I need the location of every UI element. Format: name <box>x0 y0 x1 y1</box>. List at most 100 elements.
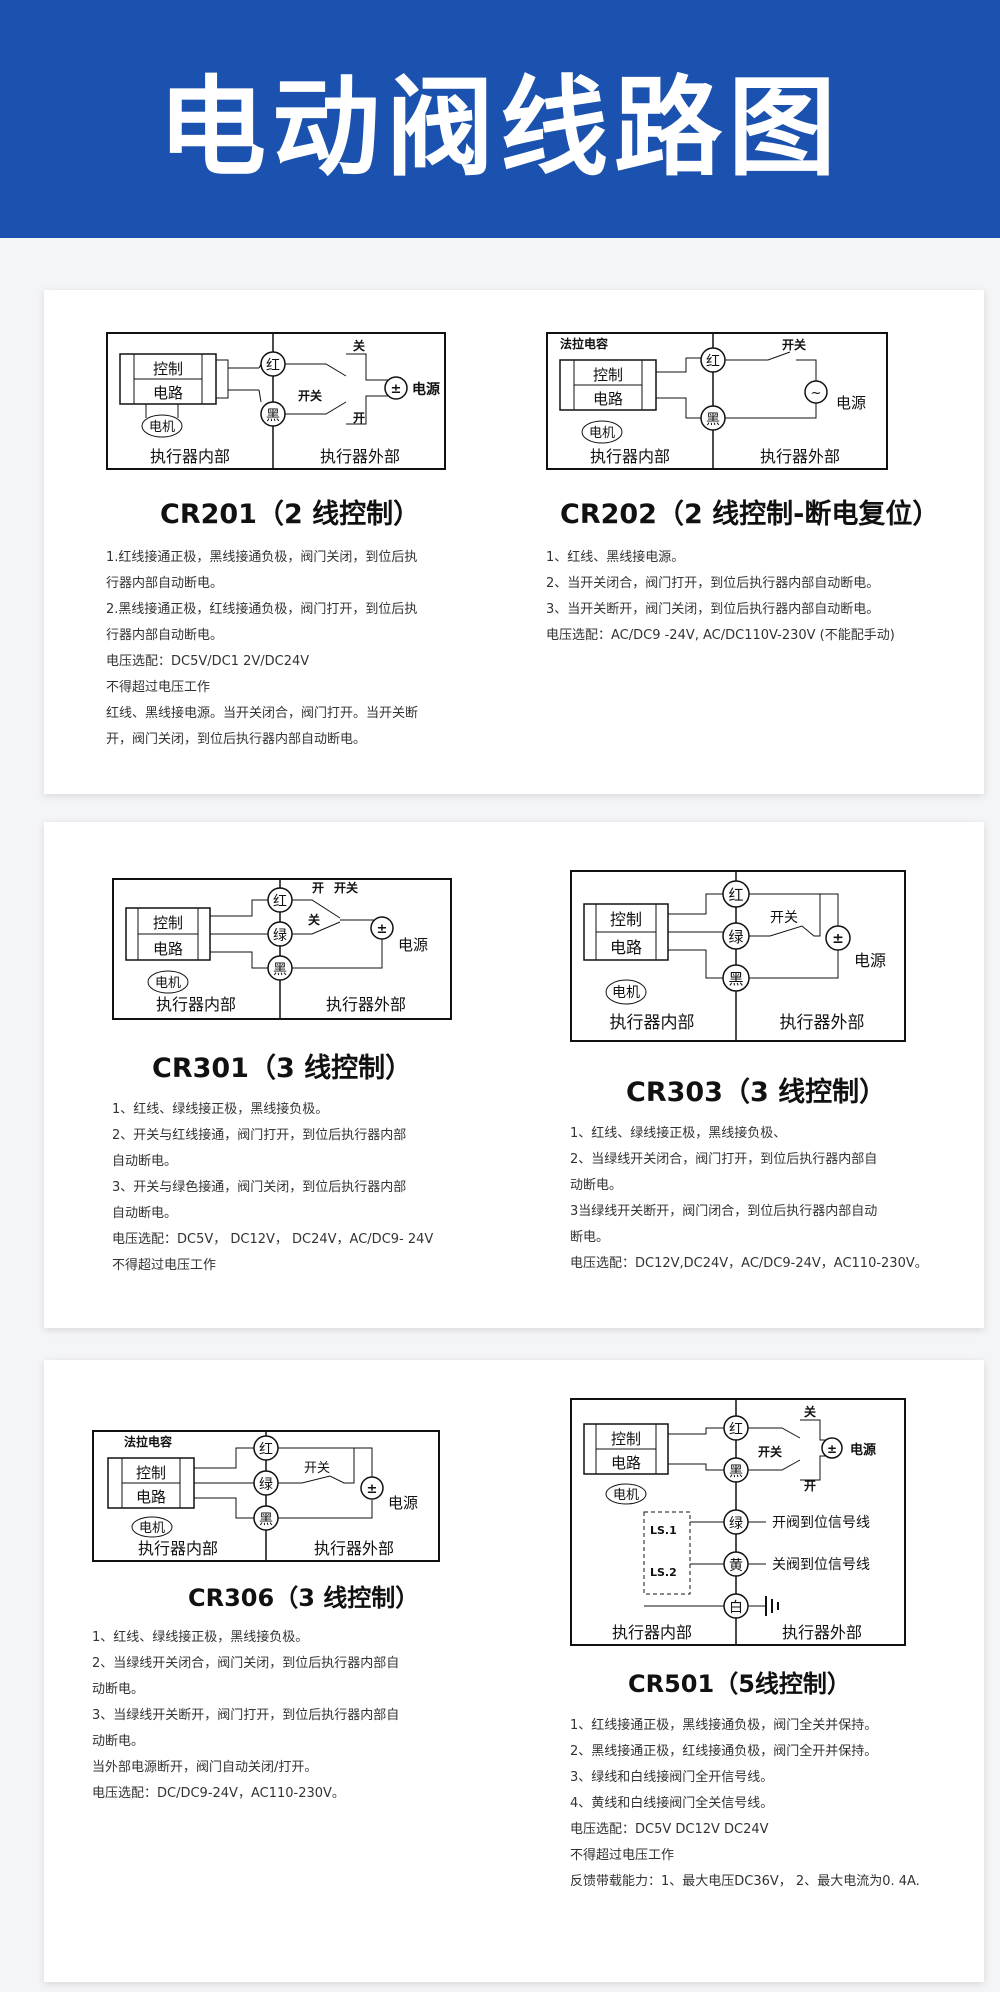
cr201-wiring-diagram: 控制 电路 电机 红 黑 ± 关 开 开关 电源 执行器内部 执行器外部 <box>106 332 446 470</box>
text-line: 2、当开关闭合，阀门打开，到位后执行器内部自动断电。 <box>546 576 880 591</box>
text-line: 1、红线、绿线接正极，黑线接负极。 <box>112 1102 329 1117</box>
green-wire-label: 绿 <box>259 1477 273 1493</box>
white-wire-label: 白 <box>729 1600 743 1616</box>
outside-label: 执行器外部 <box>760 447 840 466</box>
cr301-description: 1、红线、绿线接正极，黑线接负极。 2、开关与红线接通，阀门打开，到位后执行器内… <box>112 1097 472 1279</box>
black-wire-label: 黑 <box>706 412 720 428</box>
cr501-description: 1、红线接通正极，黑线接通负极，阀门全关并保持。 2、黑线接通正极，红线接通负极… <box>570 1713 980 1895</box>
control-label: 控制 <box>153 914 183 932</box>
red-wire-label: 红 <box>266 358 280 374</box>
off-label: 关 <box>353 338 365 353</box>
outside-label: 执行器外部 <box>326 995 406 1014</box>
switch-label: 开关 <box>298 388 322 403</box>
green-wire-label: 绿 <box>273 928 287 944</box>
motor-label: 电机 <box>149 420 175 435</box>
text-line: 3当绿线开关断开，阀门闭合，到位后执行器内部自动 <box>570 1204 878 1219</box>
off-label: 关 <box>308 912 320 927</box>
card-2-wire: 控制 电路 电机 红 黑 ± 关 开 开关 电源 执行器内部 执行器外部 CR2… <box>44 290 984 794</box>
black-wire-label: 黑 <box>259 1512 273 1528</box>
switch-label: 开关 <box>758 1444 782 1459</box>
text-line: 电压选配：AC/DC9 -24V, AC/DC110V-230V (不能配手动) <box>546 628 895 643</box>
green-wire-label: 绿 <box>728 928 743 946</box>
power-label: 电源 <box>854 951 886 970</box>
cr501-wiring-diagram: 控制 电路 电机 红 黑 ± 关 开 开关 电源 LS.1 LS.2 <box>570 1398 906 1646</box>
motor-label: 电机 <box>139 1521 165 1536</box>
svg-text:~: ~ <box>811 386 822 401</box>
cr306-section: 法拉电容 控制 电路 电机 红 绿 黑 ± 开关 电源 执行器内部 执行 <box>92 1430 472 1807</box>
motor-label: 电机 <box>589 426 615 441</box>
text-line: 2、开关与红线接通，阀门打开，到位后执行器内部 <box>112 1128 407 1143</box>
text-line: 电压选配：DC/DC9-24V，AC110-230V。 <box>92 1786 345 1801</box>
circuit-label: 电路 <box>136 1488 166 1506</box>
power-label: 电源 <box>388 1494 418 1512</box>
page-title: 电动阀线路图 <box>157 66 842 191</box>
switch-label: 开关 <box>304 1461 330 1476</box>
text-line: 不得超过电压工作 <box>106 680 211 695</box>
text-line: 自动断电。 <box>112 1206 178 1221</box>
power-label: 电源 <box>836 394 866 412</box>
text-line: 不得超过电压工作 <box>570 1848 675 1863</box>
svg-text:±: ± <box>391 382 402 397</box>
text-line: 行器内部自动断电。 <box>106 576 224 591</box>
motor-label: 电机 <box>613 1488 639 1503</box>
text-line: 1.红线接通正极，黑线接通负极，阀门关闭，到位后执 <box>106 550 418 565</box>
cr202-section: 法拉电容 控制 电路 电机 红 黑 ~ 开关 电源 执行器内部 执行器外部 CR… <box>546 332 966 649</box>
on-label: 开 <box>353 411 365 425</box>
inside-label: 执行器内部 <box>590 447 670 466</box>
cr202-title: CR202（2 线控制-断电复位） <box>560 499 940 530</box>
text-line: 2、当绿线开关闭合，阀门关闭，到位后执行器内部自 <box>92 1656 400 1671</box>
svg-text:±: ± <box>827 1442 837 1456</box>
control-label: 控制 <box>610 910 642 929</box>
control-label: 控制 <box>611 1430 641 1448</box>
text-line: 电压选配：DC12V,DC24V，AC/DC9-24V，AC110-230V。 <box>570 1256 928 1271</box>
power-label: 电源 <box>412 381 440 398</box>
text-line: 不得超过电压工作 <box>112 1258 217 1273</box>
cr306-description: 1、红线、绿线接正极，黑线接负极。 2、当绿线开关闭合，阀门关闭，到位后执行器内… <box>92 1625 472 1807</box>
cr301-section: 控制 电路 电机 红 绿 黑 ± 开 开关 关 电源 执行器内部 执行器外部 <box>112 878 472 1279</box>
text-line: 开，阀门关闭，到位后执行器内部自动断电。 <box>106 732 367 747</box>
inside-label: 执行器内部 <box>156 995 236 1014</box>
cr201-description: 1.红线接通正极，黑线接通负极，阀门关闭，到位后执 行器内部自动断电。 2.黑线… <box>106 545 456 753</box>
red-wire-label: 红 <box>729 1422 743 1438</box>
outside-label: 执行器外部 <box>314 1539 394 1558</box>
circuit-label: 电路 <box>610 938 642 957</box>
text-line: 1、红线、绿线接正极，黑线接负极。 <box>92 1630 309 1645</box>
svg-text:±: ± <box>367 1482 378 1497</box>
on-label: 开 <box>312 881 324 895</box>
black-wire-label: 黑 <box>729 1464 743 1480</box>
black-wire-label: 黑 <box>728 970 743 988</box>
control-label: 控制 <box>153 360 183 378</box>
text-line: 1、红线、绿线接正极，黑线接负极、 <box>570 1126 787 1141</box>
inside-label: 执行器内部 <box>150 447 230 466</box>
inside-label: 执行器内部 <box>610 1013 695 1033</box>
control-label: 控制 <box>136 1464 166 1482</box>
text-line: 行器内部自动断电。 <box>106 628 224 643</box>
switch-label: 开关 <box>770 910 798 926</box>
circuit-label: 电路 <box>593 390 623 408</box>
text-line: 电压选配：DC5V DC12V DC24V <box>570 1822 769 1837</box>
on-label: 开 <box>804 1479 816 1493</box>
ls1-label: LS.1 <box>650 1524 677 1537</box>
cr201-section: 控制 电路 电机 红 黑 ± 关 开 开关 电源 执行器内部 执行器外部 CR2… <box>106 332 456 753</box>
open-signal-label: 开阀到位信号线 <box>772 1515 870 1531</box>
red-wire-label: 红 <box>273 894 287 910</box>
cr303-description: 1、红线、绿线接正极，黑线接负极、 2、当绿线开关闭合，阀门打开，到位后执行器内… <box>570 1121 970 1277</box>
red-wire-label: 红 <box>728 886 743 904</box>
text-line: 2、黑线接通正极，红线接通负极，阀门全开并保持。 <box>570 1744 878 1759</box>
text-line: 3、开关与绿色接通，阀门关闭，到位后执行器内部 <box>112 1180 407 1195</box>
cr501-title: CR501（5线控制） <box>628 1670 851 1698</box>
cr303-section: 控制 电路 电机 红 绿 黑 ± 开关 电源 执行器内部 执行器外部 CR303… <box>570 870 970 1277</box>
text-line: 动断电。 <box>570 1178 623 1193</box>
red-wire-label: 红 <box>706 354 720 370</box>
cr202-description: 1、红线、黑线接电源。 2、当开关闭合，阀门打开，到位后执行器内部自动断电。 3… <box>546 545 966 649</box>
text-line: 3、绿线和白线接阀门全开信号线。 <box>570 1770 774 1785</box>
text-line: 动断电。 <box>92 1682 145 1697</box>
text-line: 自动断电。 <box>112 1154 178 1169</box>
cr301-wiring-diagram: 控制 电路 电机 红 绿 黑 ± 开 开关 关 电源 执行器内部 执行器外部 <box>112 878 452 1020</box>
text-line: 反馈带载能力：1、最大电压DC36V， 2、最大电流为0. 4A. <box>570 1874 920 1889</box>
motor-label: 电机 <box>155 976 181 991</box>
text-line: 3、当开关断开，阀门关闭，到位后执行器内部自动断电。 <box>546 602 880 617</box>
text-line: 1、红线、黑线接电源。 <box>546 550 685 565</box>
inside-label: 执行器内部 <box>612 1623 692 1642</box>
text-line: 当外部电源断开，阀门自动关闭/打开。 <box>92 1760 318 1775</box>
